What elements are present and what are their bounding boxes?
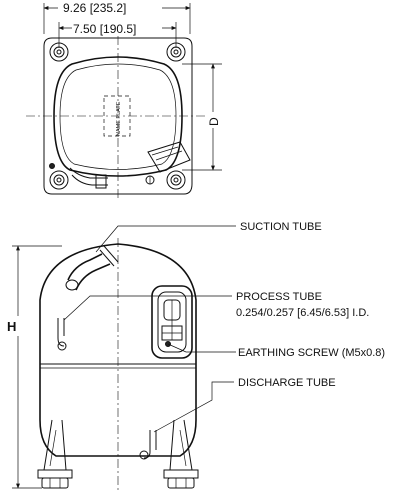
process-tube-stub [57,318,67,351]
tube-stubs-top [49,163,108,189]
side-view: H [6,221,385,490]
depth-dimension: D [182,63,222,171]
terminal-box-top [145,141,191,185]
discharge-tube-stub [139,430,157,460]
process-tube-spec: 0.254/0.257 [6.45/6.53] I.D. [236,307,369,319]
height-label: H [7,319,16,334]
callout-leaders [63,225,236,433]
depth-label: D [207,117,221,126]
earthing-screw-label: EARTHING SCREW (M5x0.8) [238,347,385,359]
mount-foot-bottom-right [166,170,186,190]
name-plate-label: NAME PLATE [116,101,122,136]
suction-tube-label: SUCTION TUBE [240,221,322,233]
mount-foot-top-left [49,42,69,62]
terminal-cover [151,285,193,359]
foot-left [37,419,73,489]
overall-width-label: 9.26 [235.2] [63,1,126,15]
discharge-tube-label: DISCHARGE TUBE [238,377,336,389]
height-dimension: H [6,245,62,489]
overall-width-dimension: 9.26 [235.2] [43,1,191,34]
mount-foot-top-right [166,42,186,62]
top-view: 9.26 [235.2] 7.50 [190.5] [26,1,222,198]
base-plate-outline [43,37,193,195]
mount-spacing-dimension: 7.50 [190.5] [58,21,177,48]
process-tube-label: PROCESS TUBE [236,291,322,303]
mount-spacing-label: 7.50 [190.5] [73,22,136,36]
mount-foot-bottom-left [49,170,69,190]
suction-tube [65,245,119,291]
foot-right [163,419,199,489]
name-plate: NAME PLATE [103,95,131,137]
shell-body-side [39,243,197,457]
